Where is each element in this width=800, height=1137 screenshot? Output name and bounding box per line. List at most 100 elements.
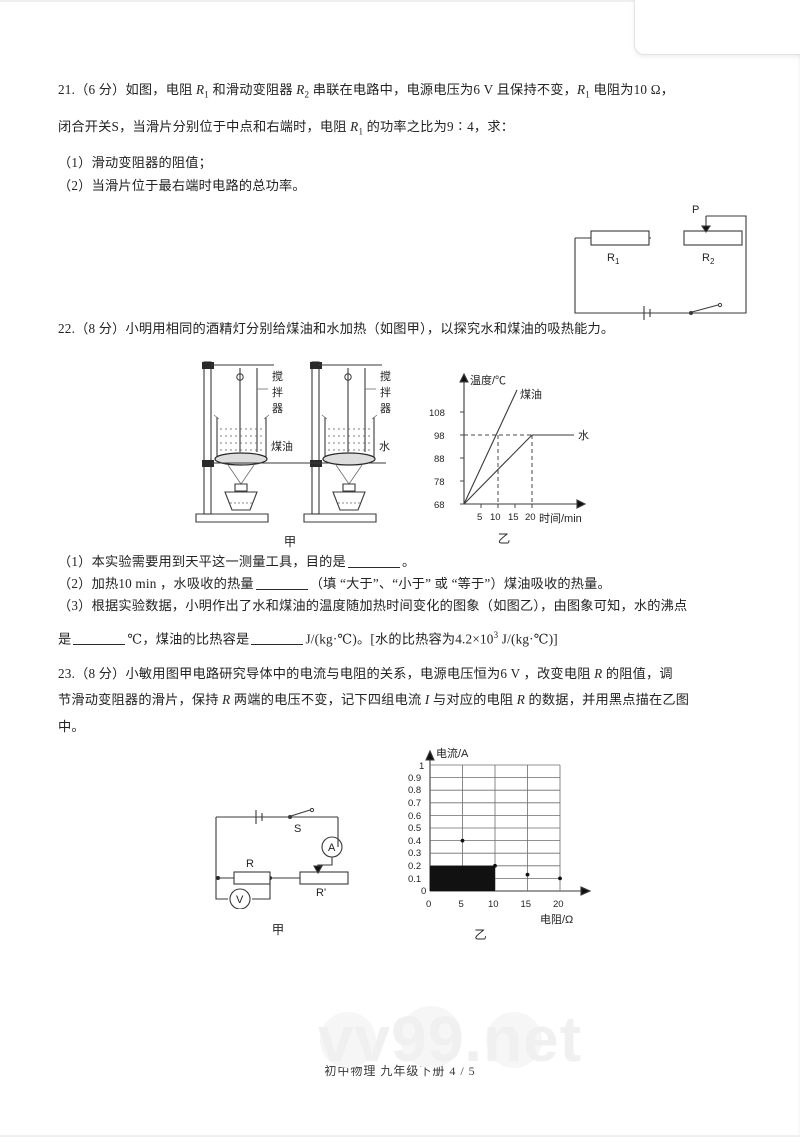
q22-stem: 22.（8 分）小明用相同的酒精灯分别给煤油和水加热（如图甲），以探究水和煤油的… <box>58 321 615 337</box>
resistor-r-label: R <box>246 858 254 870</box>
chart22-xtick-20: 20 <box>525 512 536 523</box>
chart23-ytick-04: 0.4 <box>408 836 421 847</box>
chart23-shaded-region <box>430 865 495 892</box>
q21-symbol-r1-3: R <box>350 118 359 134</box>
rheostat-r2-label: R2 <box>702 252 715 266</box>
voltmeter-symbol <box>229 888 251 910</box>
lamp-neck-right <box>342 482 356 492</box>
chart23-ytick-0: 0 <box>421 886 426 897</box>
q21-circuit-svg: R1 R2 P <box>574 204 747 321</box>
q22-part1-blank[interactable] <box>347 554 400 568</box>
label-stirrer-left-3: 器 <box>272 402 283 415</box>
thermometer-bulb-left <box>236 372 244 381</box>
q22-part3-blank-2[interactable] <box>251 632 304 646</box>
chart22-y-ticks: 68 78 88 98 108 <box>429 408 464 511</box>
q22-apparatus-svg: 煤油 搅 拌 器 <box>195 360 391 523</box>
q22-part-3-line-1: （3）根据实验数据，小明作出了水和煤油的温度随加热时间变化的图象（如图乙），由图… <box>58 598 688 614</box>
q21-symbol-r1-2: R <box>577 82 586 97</box>
chart22-ytick-88: 88 <box>434 454 445 465</box>
q23-switch-blade <box>290 809 311 817</box>
q22-part-2: （2）加热10 min ，水吸收的热量（填 “大于”、“小于” 或 “等于”）煤… <box>58 574 748 594</box>
stand-base-right <box>303 512 377 523</box>
label-stirrer-right-3: 器 <box>380 402 391 415</box>
chart23-ytick-08: 0.8 <box>408 785 421 796</box>
q23-node-left <box>216 876 220 881</box>
chart23-ytick-05: 0.5 <box>408 823 421 834</box>
q22-part3-d: J/(kg·℃)。[水的比热容为4.2×10 <box>305 631 494 647</box>
q22-part3-c: ℃，煤油的比热容是 <box>127 631 250 647</box>
chart-23-svg: 0 0.1 0.2 0.3 0.4 0.5 0.6 0.7 0.8 0.9 1 <box>408 746 592 926</box>
question-23: 23.（8 分）小敏用图甲电路研究导体中的电流与电阻的关系，电源电压恒为6 V … <box>58 664 748 943</box>
resistor-r-box <box>233 871 271 885</box>
q23-stem-line-1: 23.（8 分）小敏用图甲电路研究导体中的电流与电阻的关系，电源电压恒为6 V … <box>58 664 748 684</box>
chart23-ytick-02: 0.2 <box>408 861 421 872</box>
rheostat-label: R' <box>316 887 326 899</box>
q21-part-1: （1）滑动变阻器的阻值； <box>58 155 213 171</box>
chart23-y-arrow <box>425 749 435 761</box>
beaker-lip-right <box>321 414 378 419</box>
q21-stem-line-2: 闭合开关S，当滑片分别位于中点和右端时，电阻 R1 的功率之比为9∶4，求： <box>58 117 748 140</box>
q22-apparatus-figure: 煤油 搅 拌 器 <box>178 346 408 550</box>
q22-part1-text: （1）本实验需要用到天平这一测量工具，目的是 <box>58 553 346 569</box>
chart22-ytick-68: 68 <box>434 500 445 511</box>
circuit-wire-right <box>574 215 747 314</box>
q21-symbol-r2: R <box>296 82 305 97</box>
lamp-body-left <box>224 490 258 511</box>
stand-base-left <box>195 512 269 523</box>
clamp-top-left <box>202 361 214 369</box>
q23-symbol-R-2: R <box>222 692 231 708</box>
label-right-liquid: 水 <box>379 440 390 453</box>
chart23-ytick-07: 0.7 <box>408 798 421 809</box>
q23-stem-c: 节滑动变阻器的滑片，保持 <box>58 692 223 708</box>
chart23-ytick-1: 1 <box>419 761 424 772</box>
q21-symbol-r1-sub-2: 1 <box>585 89 590 100</box>
q22-part-1: （1）本实验需要用到天平这一测量工具，目的是 。 <box>58 552 748 572</box>
label-left-liquid: 煤油 <box>271 439 293 453</box>
question-21: 21.（6 分）如图，电阻 R1 和滑动变阻器 R2 串联在电路中，电源电压为6… <box>58 80 748 323</box>
lamp-neck-left <box>234 482 248 492</box>
q21-stem-part-c: 串联在电路中，电源电压为6 V 且保持不变， <box>309 82 577 97</box>
question-22: 22.（8 分）小明用相同的酒精灯分别给煤油和水加热（如图甲），以探究水和煤油的… <box>58 319 748 650</box>
chart23-point-4 <box>558 876 562 881</box>
q23-stem-e: 与对应的电阻 <box>429 692 517 708</box>
q21-stem-part-d: 电阻为10 Ω， <box>589 82 675 97</box>
switch-blade <box>691 304 719 313</box>
q22-part2-blank[interactable] <box>255 576 308 590</box>
q23-switch-label: S <box>294 823 301 835</box>
stand-rod-left <box>203 360 212 515</box>
chart23-xtick-0: 0 <box>426 899 431 910</box>
voltmeter-label: V <box>236 894 244 906</box>
resistor-r1-box <box>590 230 650 246</box>
chart-23-figure: 0 0.1 0.2 0.3 0.4 0.5 0.6 0.7 0.8 0.9 1 <box>394 743 609 943</box>
q22-part3-blank-1[interactable] <box>73 632 126 646</box>
chart22-xtick-10: 10 <box>490 512 501 523</box>
q23-wire-left <box>215 817 234 879</box>
apparatus-left: 煤油 搅 拌 器 <box>195 360 293 523</box>
q23-stem-a: 23.（8 分）小敏用图甲电路研究导体中的电流与电阻的关系，电源电压恒为6 V … <box>58 665 595 681</box>
chart22-xtick-15: 15 <box>508 512 519 523</box>
switch-contact <box>717 302 723 308</box>
liquid-right <box>328 428 371 450</box>
q21-stem-line2-a: 闭合开关S，当滑片分别位于中点和右端时，电阻 <box>58 118 351 134</box>
q23-circuit-svg: S A R' R <box>215 807 349 910</box>
chart23-xtick-15: 15 <box>521 899 532 910</box>
q22-part3-b: 是 <box>58 631 72 647</box>
q23-circuit-figure: S A R' R <box>198 799 358 938</box>
q22-part1-end: 。 <box>401 553 416 569</box>
chart23-y-ticks: 0 0.1 0.2 0.3 0.4 0.5 0.6 0.7 0.8 0.9 1 <box>408 761 426 897</box>
q21-stem-part-a: 21.（6 分）如图，电阻 <box>58 82 196 97</box>
chart22-x-ticks: 5 10 15 20 <box>477 503 536 523</box>
chart23-point-2 <box>493 863 497 868</box>
q23-switch-contact <box>309 807 315 813</box>
q23-stem-f: 的数据，并用黑点描在乙图 <box>525 692 690 708</box>
q23-symbol-R-3: R <box>516 692 526 708</box>
wire-gauze-left <box>214 451 268 466</box>
chart23-x-ticks: 0 5 10 15 20 <box>426 899 564 910</box>
chart22-xtick-5: 5 <box>477 512 482 523</box>
chart22-series-kerosene <box>463 389 518 504</box>
flame-left <box>227 464 255 485</box>
q23-symbol-R-1: R <box>594 665 603 681</box>
chart22-ytick-78: 78 <box>434 477 445 488</box>
